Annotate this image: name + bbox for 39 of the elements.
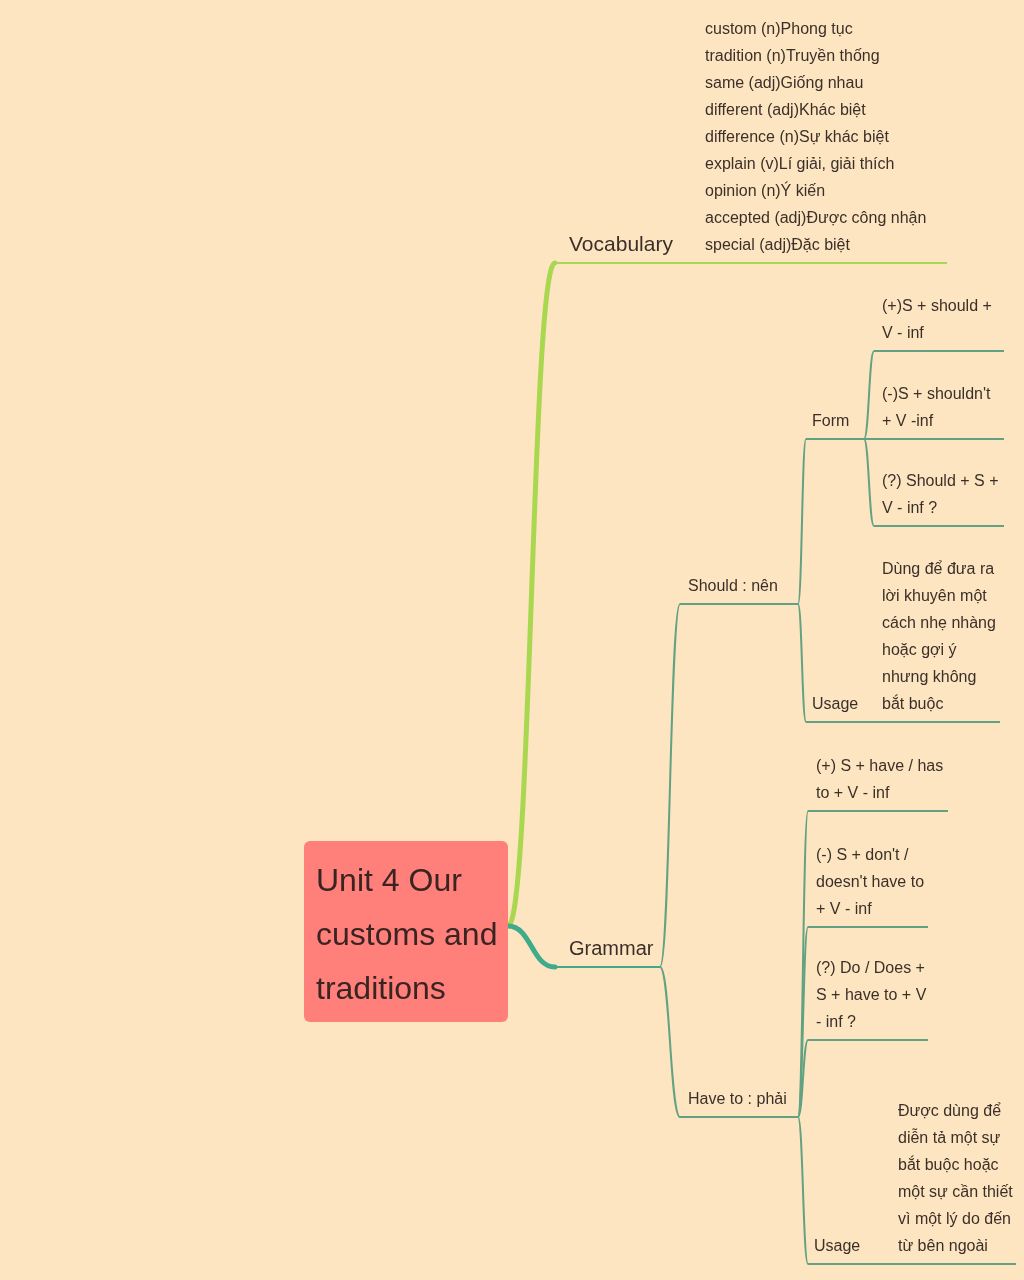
vocabulary-entry: explain (v)Lí giải, giải thích bbox=[705, 154, 896, 174]
vocabulary-entry: accepted (adj)Được công nhận bbox=[705, 208, 928, 228]
topic-label: Should : nên bbox=[688, 576, 779, 596]
vocabulary-entry: opinion (n)Ý kiến bbox=[705, 180, 827, 201]
formula-text: (-) S + don't / doesn't have to + V - inf bbox=[816, 845, 926, 919]
formula-text: (+)S + should + V - inf bbox=[882, 296, 993, 343]
branch-line bbox=[863, 721, 875, 723]
branch-line bbox=[797, 1116, 809, 1265]
vocabulary-entry: different (adj)Khác biệt bbox=[705, 100, 867, 120]
branch-line bbox=[863, 350, 875, 440]
topic-label: Form bbox=[812, 411, 851, 431]
branch-line bbox=[659, 966, 681, 1118]
branch-line bbox=[797, 1039, 809, 1118]
vocabulary-entry: difference (n)Sự khác biệt bbox=[705, 127, 890, 147]
branch-line bbox=[797, 603, 807, 723]
branch-line bbox=[863, 438, 875, 440]
branch-line bbox=[863, 438, 875, 527]
topic-label: Have to : phải bbox=[688, 1089, 788, 1109]
branch-line bbox=[883, 1263, 891, 1265]
branch-line bbox=[797, 926, 809, 1118]
formula-text: (-)S + shouldn't + V -inf bbox=[882, 384, 992, 431]
branch-line bbox=[684, 262, 704, 264]
branch-line bbox=[659, 603, 681, 968]
vocabulary-entry: same (adj)Giống nhau bbox=[705, 73, 865, 93]
formula-text: (?) Should + S + V - inf ? bbox=[882, 471, 1000, 518]
central-topic-box bbox=[304, 841, 508, 1022]
usage-description: Được dùng để diễn tả một sự bắt buộc hoặc một sự cần thiết vì một lý do đến từ bên ngoài bbox=[898, 1101, 1014, 1256]
vocabulary-entry: special (adj)Đặc biệt bbox=[705, 235, 851, 255]
formula-text: (+) S + have / has to + V - inf bbox=[816, 756, 945, 803]
topic-label: Grammar bbox=[569, 936, 655, 961]
vocabulary-entry: tradition (n)Truyền thống bbox=[705, 46, 881, 66]
usage-description: Dùng để đưa ra lời khuyên một cách nhẹ nhàng hoặc gợi ý nhưng không bắt buộc bbox=[882, 559, 997, 714]
formula-text: (?) Do / Does + S + have to + V - inf ? bbox=[816, 958, 928, 1032]
central-topic-title: Unit 4 Our customs and traditions bbox=[316, 861, 499, 1008]
topic-label: Usage bbox=[814, 1236, 862, 1256]
vocabulary-entry: custom (n)Phong tục bbox=[705, 19, 854, 39]
branch-line bbox=[797, 438, 807, 605]
topic-label: Usage bbox=[812, 694, 860, 714]
topic-label: Vocabulary bbox=[569, 231, 674, 257]
